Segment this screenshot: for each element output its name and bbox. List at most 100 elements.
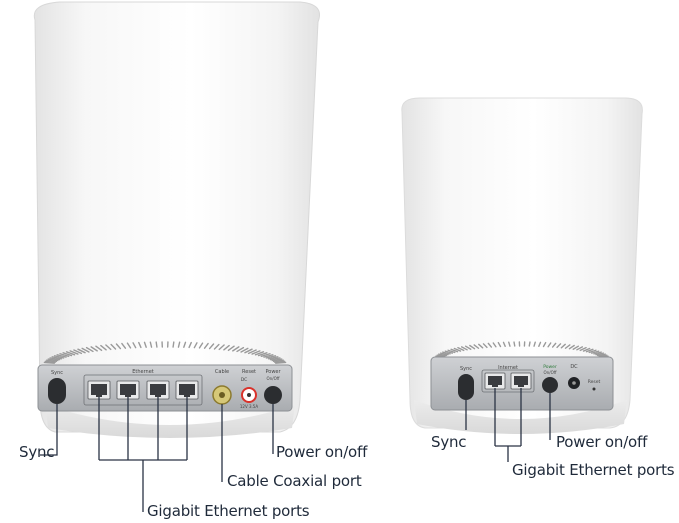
vent-slot	[177, 341, 181, 348]
satellite-ethernet-port-1-socket	[488, 376, 502, 385]
router-dc-rating: 12V 3.5A	[240, 404, 258, 409]
vent-slot	[53, 355, 65, 359]
satellite-dc-pin	[572, 381, 576, 385]
vent-slot	[213, 343, 220, 350]
router-ethernet-port-4-clip	[184, 394, 190, 397]
vent-slot	[568, 344, 575, 350]
router-ethernet-port-2-clip	[125, 394, 131, 397]
vent-slot	[551, 342, 557, 348]
vent-slot	[513, 341, 516, 347]
vent-slot	[487, 342, 493, 348]
vent-slot	[172, 341, 175, 348]
vent-slot	[497, 341, 502, 348]
vent-slot	[90, 346, 98, 352]
vent-slot	[457, 346, 465, 352]
vent-slot	[218, 344, 225, 351]
vent-slot	[251, 350, 261, 355]
vent-slot	[59, 353, 70, 358]
vent-slot	[482, 343, 488, 349]
satellite-unit: Sync Internet Power On/Off DC Reset	[401, 97, 643, 434]
vent-slot	[478, 343, 484, 349]
vent-slot	[45, 359, 58, 363]
vent-slot	[183, 341, 187, 348]
router-ethernet-port-2-socket	[120, 384, 136, 395]
vent-slot	[576, 346, 584, 351]
satellite-internet-panel-label: Internet	[498, 365, 518, 371]
vent-slot	[105, 344, 112, 351]
vent-slot	[450, 348, 459, 353]
vent-slot	[223, 344, 230, 351]
router-sync-button[interactable]	[48, 378, 66, 404]
vent-slot	[596, 353, 606, 357]
vent-slot	[502, 341, 506, 348]
satellite-ethernet-port-2-clip	[518, 384, 524, 387]
vent-slot	[62, 352, 73, 357]
vent-slot	[47, 358, 59, 362]
vent-slot	[464, 345, 472, 350]
router-ethernet-port-1-clip	[96, 394, 102, 397]
vent-slot	[44, 360, 56, 363]
vent-slot	[69, 350, 79, 355]
router-power-panel-sublabel: On/Off	[267, 376, 280, 381]
vent-slot	[43, 361, 55, 364]
satellite-power-panel-sublabel: On/Off	[544, 370, 557, 375]
router-base	[45, 405, 295, 438]
vent-slot	[267, 356, 279, 360]
vent-slot	[436, 354, 446, 357]
vent-slot	[271, 358, 283, 362]
satellite-dc-panel-label: DC	[570, 364, 578, 370]
vent-slot	[588, 349, 597, 354]
vent-slot	[95, 345, 103, 352]
vent-slot	[444, 350, 453, 354]
satellite-body	[401, 97, 643, 429]
vent-slot	[56, 354, 67, 358]
satellite-reset-hole[interactable]	[592, 387, 596, 391]
vent-slot	[100, 344, 107, 351]
vent-slot	[438, 353, 448, 357]
vent-slot	[447, 349, 456, 354]
vent-slot	[533, 341, 536, 347]
satellite-power-button[interactable]	[542, 377, 558, 393]
satellite-vent-grille	[434, 341, 610, 359]
vent-slot	[564, 344, 571, 349]
vent-slot	[542, 341, 547, 348]
router-unit: Sync Ethernet Cable Reset DC 12V 3.5A Po…	[33, 1, 320, 438]
router-coax-callout: Cable Coaxial port	[227, 472, 362, 490]
router-power-callout: Power on/off	[276, 443, 368, 461]
vent-slot	[110, 343, 117, 350]
satellite-ethernet-callout: Gigabit Ethernet ports	[512, 461, 675, 479]
vent-slot	[460, 346, 468, 351]
vent-slot	[585, 348, 594, 353]
vent-slot	[598, 354, 608, 357]
vent-slot	[203, 342, 209, 349]
vent-slot	[560, 343, 566, 349]
vent-slot	[155, 341, 158, 348]
vent-slot	[240, 347, 249, 353]
vent-slot	[508, 341, 511, 347]
vent-slot	[73, 349, 83, 355]
vent-slot	[77, 348, 86, 354]
vent-slot	[275, 361, 287, 364]
router-body	[33, 1, 320, 433]
vent-slot	[556, 343, 562, 349]
vent-slot	[595, 352, 605, 356]
satellite-leader-lines	[465, 388, 551, 462]
vent-slot	[198, 342, 204, 349]
vent-slot	[232, 346, 240, 352]
router-cable-panel-label: Cable	[215, 369, 229, 375]
router-vent-grille	[43, 341, 287, 364]
router-power-button[interactable]	[264, 386, 282, 404]
vent-slot	[132, 342, 137, 349]
vent-slot	[538, 341, 542, 348]
vent-slot	[442, 351, 451, 355]
satellite-sync-button[interactable]	[458, 374, 474, 400]
router-ethernet-port-3-socket	[150, 384, 166, 395]
vent-slot	[528, 341, 531, 347]
satellite-reset-panel-label: Reset	[588, 379, 601, 385]
vent-slot	[244, 348, 253, 354]
router-dc-pin	[247, 393, 251, 397]
router-coax-port-center	[219, 392, 225, 398]
router-ethernet-frame	[83, 374, 203, 406]
vent-slot	[257, 352, 268, 357]
